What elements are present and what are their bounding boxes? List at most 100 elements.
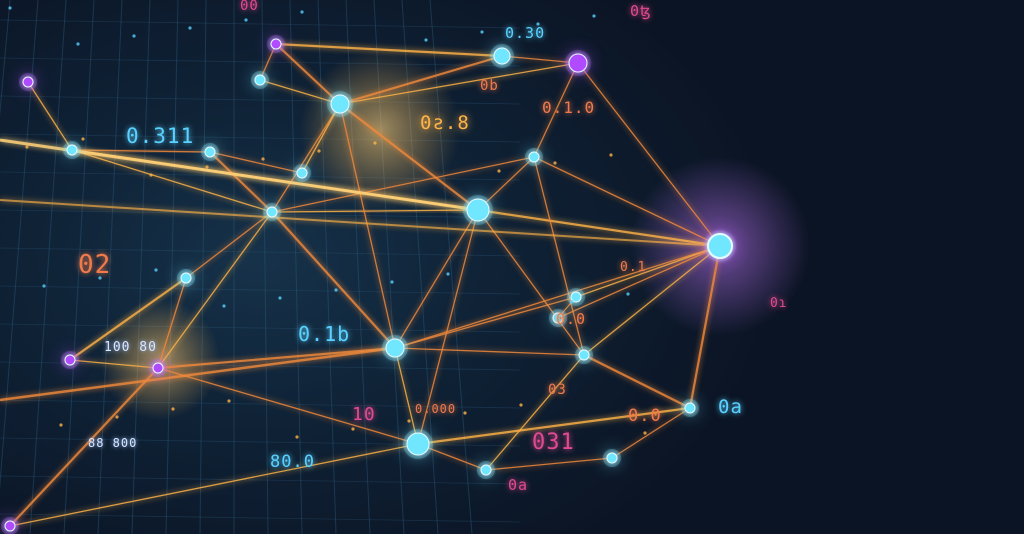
number-label: 0ƨ.8: [420, 112, 470, 134]
sparkle-dot: [643, 431, 647, 435]
network-node: [466, 198, 490, 222]
network-edge: [209, 151, 303, 174]
network-edge: [417, 209, 479, 445]
number-label: 0ɿ: [770, 296, 788, 311]
network-edge: [575, 245, 721, 298]
network-node: [707, 233, 733, 259]
network-edge: [9, 443, 419, 527]
light-beam: [0, 346, 396, 402]
grid-line: [261, 0, 269, 534]
network-edge: [271, 209, 479, 213]
network-edge: [271, 211, 396, 349]
sparkle-dot: [244, 18, 248, 22]
grid-line: [0, 399, 521, 409]
network-edge: [485, 354, 585, 471]
network-edge: [394, 347, 585, 356]
network-node: [66, 144, 78, 156]
sparkle-dot: [373, 141, 377, 145]
network-node: [330, 94, 350, 114]
grid-line: [0, 437, 521, 447]
sparkle-dot: [553, 161, 557, 165]
network-edge: [533, 62, 579, 158]
network-edge: [394, 296, 577, 349]
grid-line: [0, 0, 11, 117]
network-edge: [71, 149, 273, 213]
network-node: [568, 53, 588, 73]
network-edge: [417, 406, 691, 446]
network-edge: [275, 43, 341, 105]
number-label: 0a: [508, 476, 529, 494]
number-label: 0.1.0: [542, 98, 596, 117]
network-edge: [275, 42, 503, 58]
sparkle-dot: [592, 14, 596, 18]
number-label: 100 80: [104, 340, 157, 355]
network-node: [296, 167, 308, 179]
network-edge: [185, 211, 273, 279]
grid-line: [97, 0, 123, 534]
grid-line: [0, 513, 521, 523]
sparkle-dot: [626, 292, 630, 296]
sparkle-dot: [278, 296, 282, 300]
network-edge: [394, 209, 479, 349]
network-node: [385, 338, 405, 358]
number-label: 0.1b: [298, 322, 351, 346]
sparkle-dot: [334, 288, 338, 292]
network-edge: [69, 359, 159, 369]
network-edge: [577, 62, 721, 247]
sparkle-dot: [188, 26, 192, 30]
number-label: 0.1: [620, 260, 647, 275]
network-edge: [301, 103, 341, 174]
sparkle-dot: [205, 165, 209, 169]
sparkle-dot: [261, 157, 265, 161]
number-label: 00: [240, 0, 259, 14]
network-edge: [394, 245, 721, 349]
network-edge: [259, 79, 341, 105]
sparkle-dot: [519, 403, 523, 407]
network-node: [480, 464, 492, 476]
sparkle-dot: [446, 272, 450, 276]
sparkle-dot: [8, 6, 12, 10]
number-label: 031: [532, 430, 575, 455]
sparkle-dot: [154, 268, 158, 272]
network-node: [406, 432, 430, 456]
grid-line: [131, 0, 151, 534]
sparkle-dot: [390, 280, 394, 284]
sparkle-dot: [463, 411, 467, 415]
grid-line: [165, 0, 179, 534]
network-edge: [69, 277, 187, 361]
sparkle-dot: [536, 22, 540, 26]
sparkle-dot: [222, 304, 226, 308]
network-edge: [485, 457, 613, 471]
network-edge: [533, 156, 585, 356]
grid-line: [0, 285, 521, 295]
sparkle-dot: [407, 419, 411, 423]
number-label: 0.0: [556, 310, 587, 328]
network-node: [684, 402, 696, 414]
grid-line: [0, 19, 521, 29]
number-label: 0.311: [126, 124, 195, 148]
network-edge: [583, 354, 691, 409]
grid-line: [199, 0, 207, 534]
network-node: [180, 272, 192, 284]
sparkle-dot: [25, 145, 29, 149]
sparkle-dot: [98, 276, 102, 280]
sparkle-dot: [351, 427, 355, 431]
sparkle-dot: [424, 38, 428, 42]
number-label: 0a: [718, 396, 743, 418]
number-label: 03: [548, 382, 567, 398]
network-node: [270, 38, 282, 50]
grid-line: [0, 209, 521, 219]
network-node: [64, 354, 76, 366]
number-label: 10: [352, 404, 376, 425]
network-node: [254, 74, 266, 86]
sparkle-dot: [300, 10, 304, 14]
sparkle-dot: [115, 415, 119, 419]
sparkle-dot: [81, 137, 85, 141]
sparkle-dot: [42, 284, 46, 288]
number-label: 0.0: [628, 406, 662, 426]
grid-line: [0, 475, 521, 485]
network-edge: [611, 407, 691, 459]
network-node: [152, 362, 164, 374]
sparkle-dot: [59, 423, 63, 427]
